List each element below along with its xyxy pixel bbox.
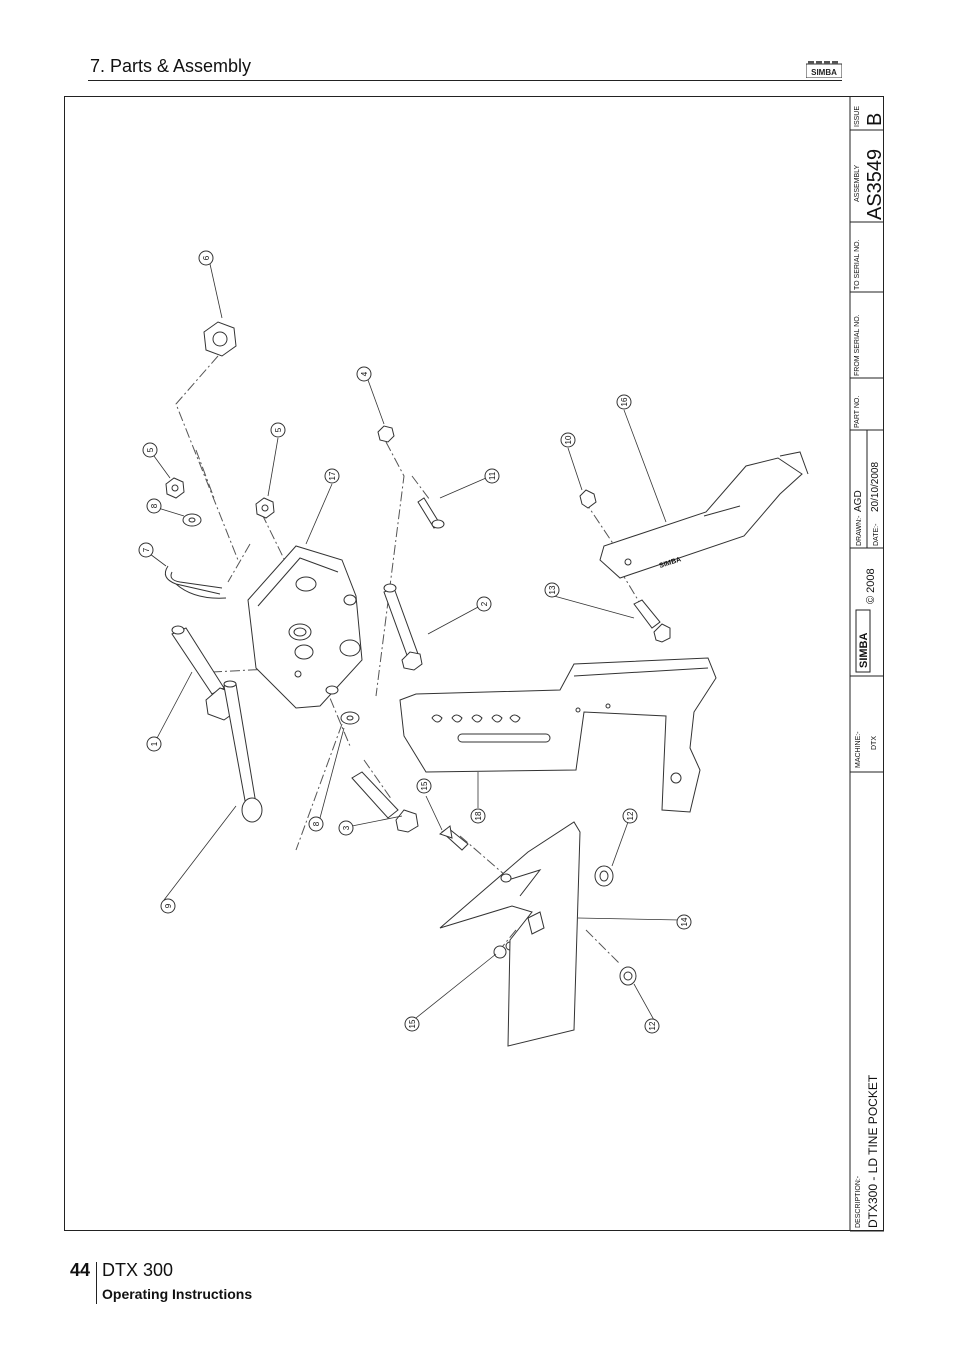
machine-label: MACHINE:- (855, 731, 862, 768)
to-serial-label: TO SERIAL NO. (854, 239, 861, 290)
balloon: 18 (470, 808, 486, 824)
balloon: 14 (676, 914, 692, 930)
balloons: 1 2 3 4 5 5 6 7 8 8 9 10 11 12 12 13 14 … (138, 250, 692, 1034)
title-block (849, 96, 884, 1232)
balloon: 1 (146, 736, 162, 752)
svg-text:5: 5 (274, 427, 283, 432)
svg-text:7: 7 (142, 547, 151, 552)
brand-text: SIMBA (858, 633, 870, 669)
balloon: 3 (338, 820, 354, 836)
balloon: 12 (644, 1018, 660, 1034)
svg-text:3: 3 (342, 825, 351, 830)
section-title: 7. Parts & Assembly (90, 56, 252, 76)
copyright: © 2008 (865, 568, 877, 604)
balloon: 2 (476, 596, 492, 612)
description-label: DESCRIPTION:- (855, 1175, 862, 1228)
svg-text:17: 17 (328, 471, 337, 480)
page-number: 44 (70, 1260, 91, 1280)
svg-text:14: 14 (680, 917, 689, 926)
from-serial-label: FROM SERIAL NO. (854, 314, 861, 376)
balloon: 5 (142, 442, 158, 458)
balloon: 9 (160, 898, 176, 914)
svg-text:15: 15 (408, 1019, 417, 1028)
balloon: 16 (616, 394, 632, 410)
date-label: DATE:- (873, 523, 880, 546)
svg-text:13: 13 (548, 585, 557, 594)
drawing-frame (64, 96, 884, 1231)
machine-value: DTX (871, 736, 878, 750)
document-subtitle: Operating Instructions (102, 1286, 253, 1302)
svg-text:5: 5 (146, 447, 155, 452)
svg-text:12: 12 (626, 811, 635, 820)
svg-text:18: 18 (474, 811, 483, 820)
balloon: 10 (560, 432, 576, 448)
description-value: DTX300 - LD TINE POCKET (866, 1074, 880, 1228)
svg-text:10: 10 (564, 435, 573, 444)
balloon: 13 (544, 582, 560, 598)
svg-text:1: 1 (150, 741, 159, 746)
simba-logo: SIMBA (806, 61, 842, 78)
svg-text:8: 8 (150, 503, 159, 508)
drawn-label: DRAWN:- (856, 515, 863, 546)
balloon: 6 (198, 250, 214, 266)
svg-text:6: 6 (202, 255, 211, 260)
balloon: 11 (484, 468, 500, 484)
simba-brand-logo: SIMBA (855, 609, 871, 673)
svg-text:15: 15 (420, 781, 429, 790)
svg-text:12: 12 (648, 1021, 657, 1030)
svg-text:9: 9 (164, 903, 173, 908)
assembly-value: AS3549 (864, 149, 886, 220)
drawn-value: AGD (853, 490, 864, 512)
svg-text:11: 11 (488, 471, 497, 480)
balloon: 4 (356, 366, 372, 382)
footer-divider (96, 1262, 97, 1304)
date-value: 20/10/2008 (870, 462, 881, 512)
svg-text:8: 8 (312, 821, 321, 826)
balloon: 15 (416, 778, 432, 794)
balloon: 7 (138, 542, 154, 558)
issue-value: B (864, 113, 886, 126)
svg-text:16: 16 (620, 397, 629, 406)
product-name: DTX 300 (102, 1260, 174, 1280)
balloon: 12 (622, 808, 638, 824)
issue-label: ISSUE (854, 106, 861, 127)
assembly-label: ASSEMBLY (854, 164, 861, 202)
balloon: 8 (146, 498, 162, 514)
parts: SIMBA (164, 321, 809, 1047)
svg-text:4: 4 (360, 371, 369, 376)
balloon: 5 (270, 422, 286, 438)
balloon: 15 (404, 1016, 420, 1032)
header-rule (88, 80, 842, 81)
logo-text: SIMBA (811, 68, 837, 77)
balloon: 8 (308, 816, 324, 832)
leader-lines (149, 263, 681, 1021)
part-no-label: PART NO. (854, 396, 861, 428)
balloon: 17 (324, 468, 340, 484)
svg-text:2: 2 (480, 601, 489, 606)
